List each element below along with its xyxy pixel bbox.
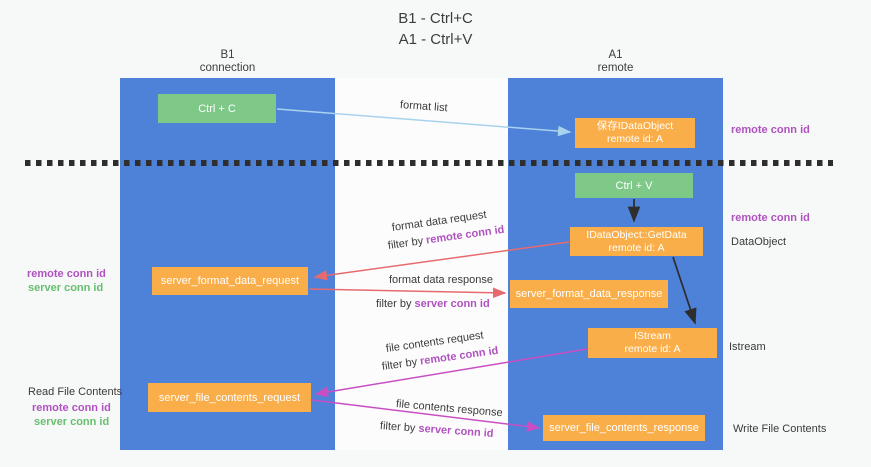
getdata-line1: IDataObject::GetData: [586, 228, 687, 241]
remote-conn-id-left-2: remote conn id: [32, 402, 111, 414]
server-file-contents-response-label: server_file_contents_response: [549, 422, 699, 434]
ctrl-v-box: Ctrl + V: [575, 173, 693, 198]
dataobject-label: DataObject: [731, 236, 787, 248]
lane-b1-subtitle: connection: [199, 62, 256, 74]
remote-conn-id-right-top: remote conn id: [731, 124, 810, 136]
lane-a1-title: A1: [608, 49, 623, 61]
server-format-data-response-label: server_format_data_response: [515, 288, 663, 300]
format-data-response-label: format data response: [389, 274, 493, 286]
server-format-data-response-box: server_format_data_response: [510, 280, 668, 308]
title-line-1: B1 - Ctrl+C: [398, 10, 473, 27]
remote-conn-id-left-1: remote conn id: [27, 268, 106, 280]
ctrl-c-box: Ctrl + C: [158, 94, 276, 123]
istream-side-label: Istream: [729, 341, 766, 353]
istream-box: IStream remote id: A: [588, 328, 717, 358]
server-file-contents-request-label: server_file_contents_request: [158, 391, 301, 404]
lane-header-b1: B1 connection: [120, 49, 335, 75]
server-file-contents-request-box: server_file_contents_request: [148, 383, 311, 412]
ctrl-v-label: Ctrl + V: [615, 179, 653, 192]
title-line-2: A1 - Ctrl+V: [398, 31, 473, 48]
save-idataobject-line1: 保存IDataObject: [596, 120, 674, 132]
ctrl-c-label: Ctrl + C: [198, 102, 236, 115]
read-file-contents-label: Read File Contents: [28, 386, 123, 398]
lane-header-a1: A1 remote: [508, 49, 723, 75]
diagram-title: B1 - Ctrl+C A1 - Ctrl+V: [0, 8, 871, 50]
filter-server-1: filter by server conn id: [376, 298, 490, 310]
save-idataobject-box: 保存IDataObject remote id: A: [575, 118, 695, 148]
save-idataobject-line2: remote id: A: [606, 133, 664, 145]
lane-b1-title: B1: [220, 49, 235, 61]
server-conn-id-left-1: server conn id: [28, 282, 104, 294]
dashed-separator: [25, 160, 833, 166]
server-file-contents-response-box: server_file_contents_response: [543, 415, 705, 441]
getdata-line2: remote id: A: [608, 241, 665, 254]
server-conn-id-left-2: server conn id: [34, 416, 110, 428]
istream-line1: IStream: [634, 330, 671, 342]
server-conn-id-filter-1: server conn id: [414, 298, 490, 310]
server-format-data-request-label: server_format_data_request: [160, 275, 300, 287]
server-format-data-request-box: server_format_data_request: [152, 267, 308, 295]
middle-band: [335, 78, 508, 450]
remote-conn-id-right-mid: remote conn id: [731, 212, 810, 224]
idataobject-getdata-box: IDataObject::GetData remote id: A: [570, 227, 703, 256]
istream-line2: remote id: A: [624, 343, 681, 355]
lane-a1-subtitle: remote: [597, 62, 634, 74]
filter-by-text-2: filter by: [376, 298, 415, 310]
write-file-contents-label: Write File Contents: [733, 423, 827, 435]
